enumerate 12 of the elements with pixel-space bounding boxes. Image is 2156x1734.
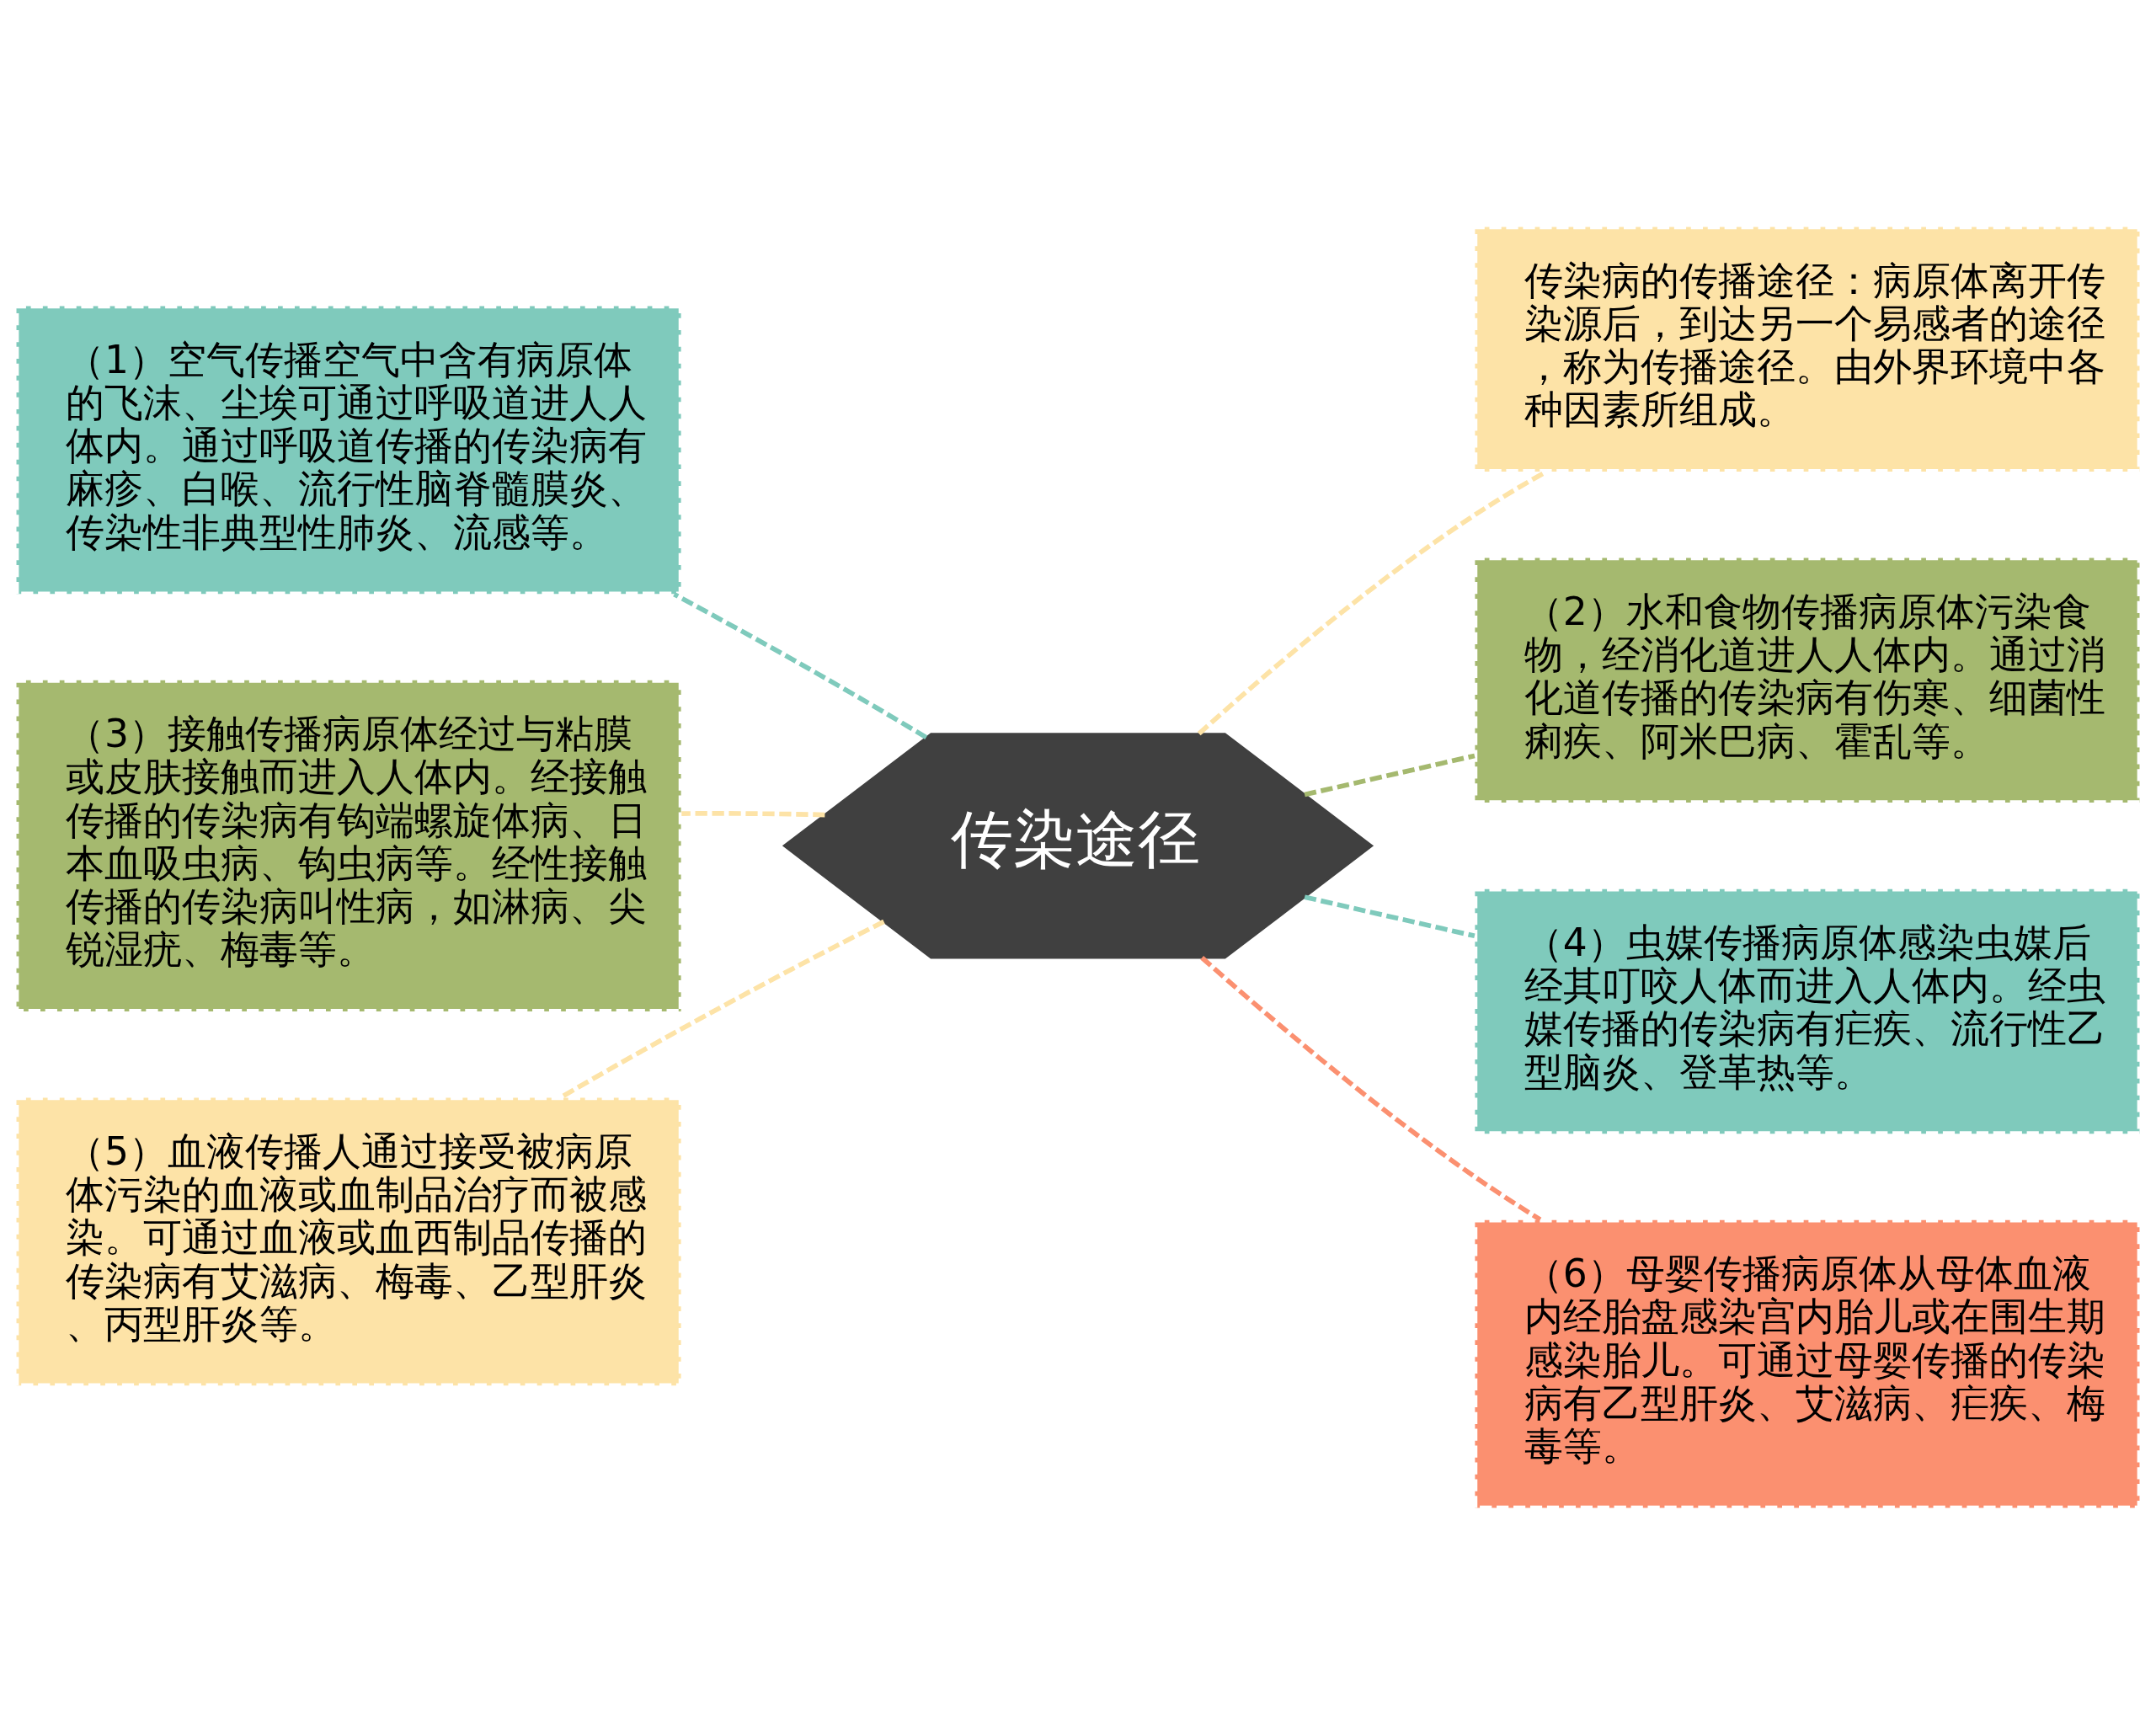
node-box: （3）接触传播病原体经过与粘膜或皮肤接触而进入人体内。经接触传播的传染病有钩端螺旋体病、日本血吸虫病、钩虫病等。经性接触传播的传染病叫性病，如淋病、尖锐湿疣、梅毒等。 xyxy=(13,677,684,1014)
connector xyxy=(1200,955,1542,1222)
connector xyxy=(673,591,928,739)
node-box: （1）空气传播空气中含有病原体的飞沫、尘埃可通过呼吸道进人人体内。通过呼吸道传播的传染病有麻疹、白喉、流行性脑脊髓膜炎、传染性非典型性肺炎、流感等。 xyxy=(13,303,684,596)
connector xyxy=(1304,894,1476,938)
node-box: （2）水和食物传播病原体污染食物，经消化道进人人体内。通过消化道传播的传染病有伤寒、细菌性痢疾、阿米巴病、霍乱等。 xyxy=(1472,555,2143,805)
node-box: （4）虫媒传播病原体感染虫媒后经其叮咬人体而进入人体内。经虫媒传播的传染病有疟疾、流行性乙型脑炎、登革热等。 xyxy=(1472,886,2143,1136)
connector xyxy=(681,810,825,817)
node-box: 传染病的传播途径：病原体离开传染源后，到达另一个易感者的途径，称为传播途径。由外界环境中各种因素所组成。 xyxy=(1472,224,2143,474)
node-box: （5）血液传播人通过接受被病原体污染的血液或血制品治疗而被感染。可通过血液或血西制品传播的传染病有艾滋病、梅毒、乙型肝炎、丙型肝炎等。 xyxy=(13,1095,684,1388)
connector xyxy=(1304,753,1476,797)
node-box: （6）母婴传播病原体从母体血液内经胎盘感染宫内胎儿或在围生期感染胎儿。可通过母婴传播的传染病有乙型肝炎、艾滋病、疟疾、梅毒等。 xyxy=(1472,1217,2143,1510)
